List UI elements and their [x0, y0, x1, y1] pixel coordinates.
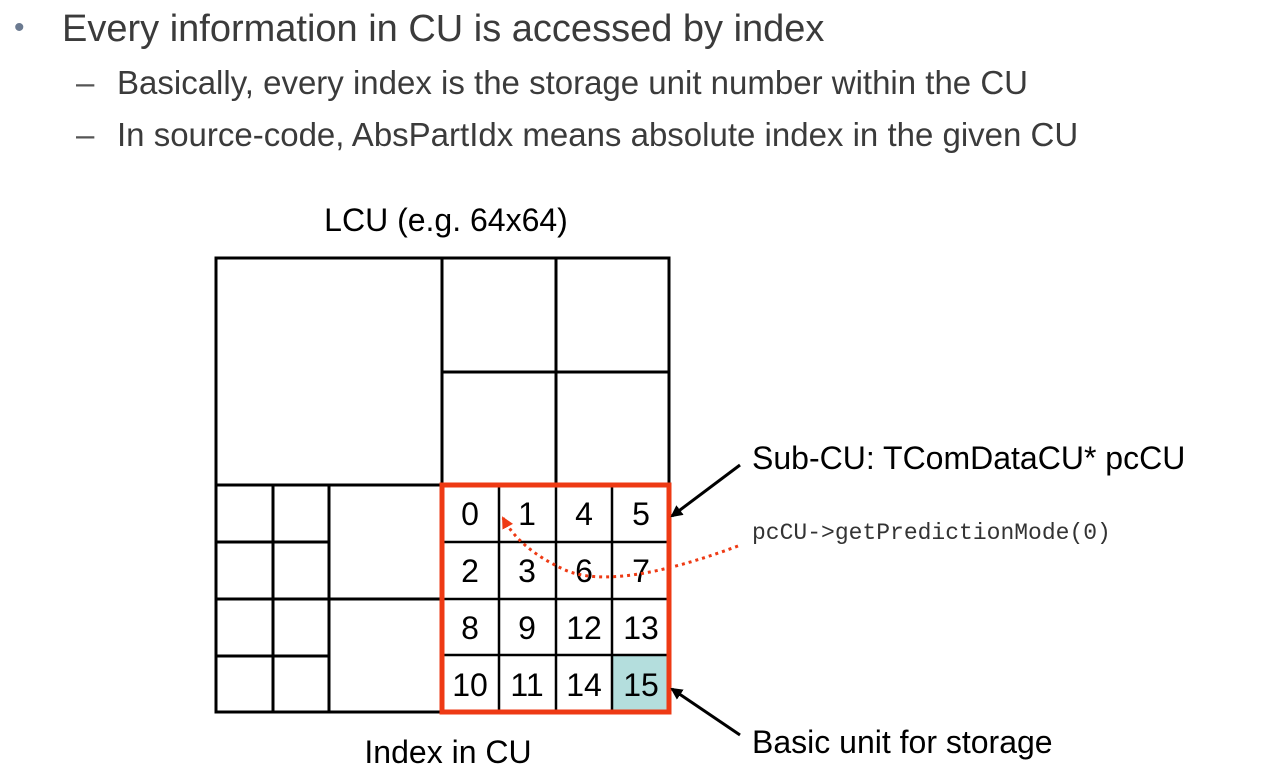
- subcu-arrow-icon: [670, 463, 741, 518]
- grid-index: 7: [632, 553, 650, 589]
- grid-index: 15: [623, 667, 659, 703]
- bullet-sub-1-text: Basically, every index is the storage un…: [117, 64, 1028, 101]
- lcu-label: LCU (e.g. 64x64): [324, 202, 568, 238]
- subcu-grid: [442, 485, 669, 712]
- subcu-outline: [439, 482, 672, 715]
- bullet-sub-2-text: In source-code, AbsPartIdx means absolut…: [117, 116, 1079, 153]
- bullet-main-text: Every information in CU is accessed by i…: [62, 8, 825, 50]
- grid-index: 8: [461, 610, 479, 646]
- bullet-main: • Every information in CU is accessed by …: [14, 8, 824, 51]
- bullet-dot-icon: •: [14, 11, 25, 44]
- dotted-arrow-icon: [501, 516, 739, 579]
- grid-index: 3: [518, 553, 536, 589]
- grid-index: 1: [518, 496, 536, 532]
- bullet-dash-icon: –: [76, 64, 95, 101]
- grid-index: 2: [461, 553, 479, 589]
- grid-index: 13: [623, 610, 659, 646]
- index-numbers: 0 1 4 5 2 3 6 7 8 9 12 13 10 11 14 15: [452, 496, 659, 703]
- grid-index: 14: [566, 667, 602, 703]
- grid-index: 9: [518, 610, 536, 646]
- grid-index: 12: [566, 610, 602, 646]
- storage-arrow-icon: [670, 687, 741, 737]
- bullet-sub-2: –In source-code, AbsPartIdx means absolu…: [76, 116, 1078, 154]
- grid-index: 4: [575, 496, 593, 532]
- grid-index: 0: [461, 496, 479, 532]
- bullet-dash-icon: –: [76, 116, 95, 153]
- index-in-cu-label: Index in CU: [364, 734, 531, 770]
- storage-label: Basic unit for storage: [752, 724, 1053, 760]
- code-label: pcCU->getPredictionMode(0): [752, 520, 1111, 546]
- grid-index: 5: [632, 496, 650, 532]
- subcu-label: Sub-CU: TComDataCU* pcCU: [752, 440, 1185, 476]
- grid-index: 11: [510, 667, 543, 703]
- highlight-cell: [612, 655, 669, 712]
- bullet-sub-1: –Basically, every index is the storage u…: [76, 64, 1028, 102]
- grid-index: 6: [575, 553, 593, 589]
- grid-index: 10: [452, 667, 488, 703]
